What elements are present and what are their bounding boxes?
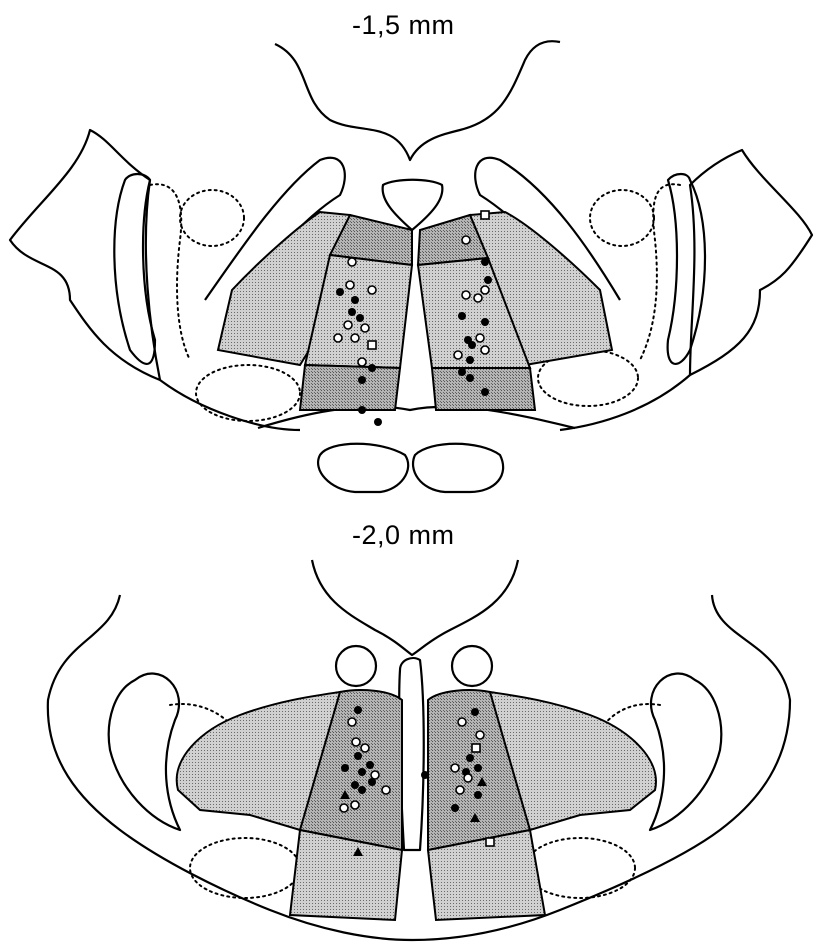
open-circle-marker: [476, 731, 484, 739]
top-right-outer-arc: [560, 375, 690, 430]
open-circle-marker: [462, 291, 470, 299]
filled-circle-marker: [451, 804, 459, 812]
bottom-central-outline: [312, 560, 518, 655]
open-circle-marker: [456, 786, 464, 794]
open-circle-marker: [352, 738, 360, 746]
open-circle-marker: [346, 281, 354, 289]
open-circle-marker: [474, 294, 482, 302]
open-circle-marker: [464, 774, 472, 782]
filled-circle-marker: [358, 376, 366, 384]
top-bottom-lobes: [318, 444, 503, 492]
filled-circle-marker: [421, 771, 429, 779]
open-circle-marker: [358, 358, 366, 366]
filled-circle-marker: [341, 764, 349, 772]
open-square-marker: [481, 211, 489, 219]
open-circle-marker: [481, 346, 489, 354]
filled-circle-marker: [484, 276, 492, 284]
filled-circle-marker: [481, 258, 489, 266]
filled-circle-marker: [474, 791, 482, 799]
filled-circle-marker: [368, 364, 376, 372]
top-shaded-regions: [218, 212, 612, 410]
open-circle-marker: [348, 718, 356, 726]
filled-circle-marker: [358, 406, 366, 414]
filled-circle-marker: [354, 752, 362, 760]
open-circle-marker: [454, 351, 462, 359]
open-circle-marker: [368, 286, 376, 294]
filled-circle-marker: [466, 374, 474, 382]
open-circle-marker: [462, 236, 470, 244]
filled-circle-marker: [466, 754, 474, 762]
filled-circle-marker: [358, 786, 366, 794]
top-central-outline: [275, 41, 560, 160]
open-circle-marker: [344, 321, 352, 329]
open-square-marker: [486, 838, 494, 846]
open-circle-marker: [481, 286, 489, 294]
filled-circle-marker: [468, 341, 476, 349]
open-square-marker: [368, 341, 376, 349]
open-circle-marker: [382, 786, 390, 794]
filled-circle-marker: [356, 314, 364, 322]
top-right-lateral-outline: [690, 150, 812, 375]
filled-circle-marker: [348, 308, 356, 316]
filled-circle-marker: [358, 768, 366, 776]
open-circle-marker: [340, 804, 348, 812]
section-bottom: [48, 560, 790, 940]
filled-circle-marker: [458, 368, 466, 376]
filled-circle-marker: [481, 318, 489, 326]
filled-circle-marker: [336, 288, 344, 296]
filled-circle-marker: [466, 356, 474, 364]
filled-circle-marker: [354, 706, 362, 714]
bottom-shaded-regions: [177, 690, 656, 920]
filled-circle-marker: [471, 708, 479, 716]
open-circle-marker: [371, 771, 379, 779]
filled-circle-marker: [366, 761, 374, 769]
open-circle-marker: [476, 334, 484, 342]
filled-circle-marker: [374, 418, 382, 426]
filled-circle-marker: [481, 388, 489, 396]
open-circle-marker: [361, 744, 369, 752]
open-circle-marker: [361, 324, 369, 332]
open-circle-marker: [458, 718, 466, 726]
open-circle-marker: [451, 764, 459, 772]
open-circle-marker: [334, 334, 342, 342]
filled-circle-marker: [458, 312, 466, 320]
top-left-lateral-outline: [10, 130, 160, 380]
open-circle-marker: [348, 258, 356, 266]
bottom-outer-outline: [48, 595, 790, 940]
filled-circle-marker: [368, 778, 376, 786]
open-circle-marker: [351, 801, 359, 809]
filled-circle-marker: [351, 296, 359, 304]
filled-circle-marker: [474, 764, 482, 772]
open-circle-marker: [351, 334, 359, 342]
open-square-marker: [472, 744, 480, 752]
filled-circle-marker: [351, 781, 359, 789]
